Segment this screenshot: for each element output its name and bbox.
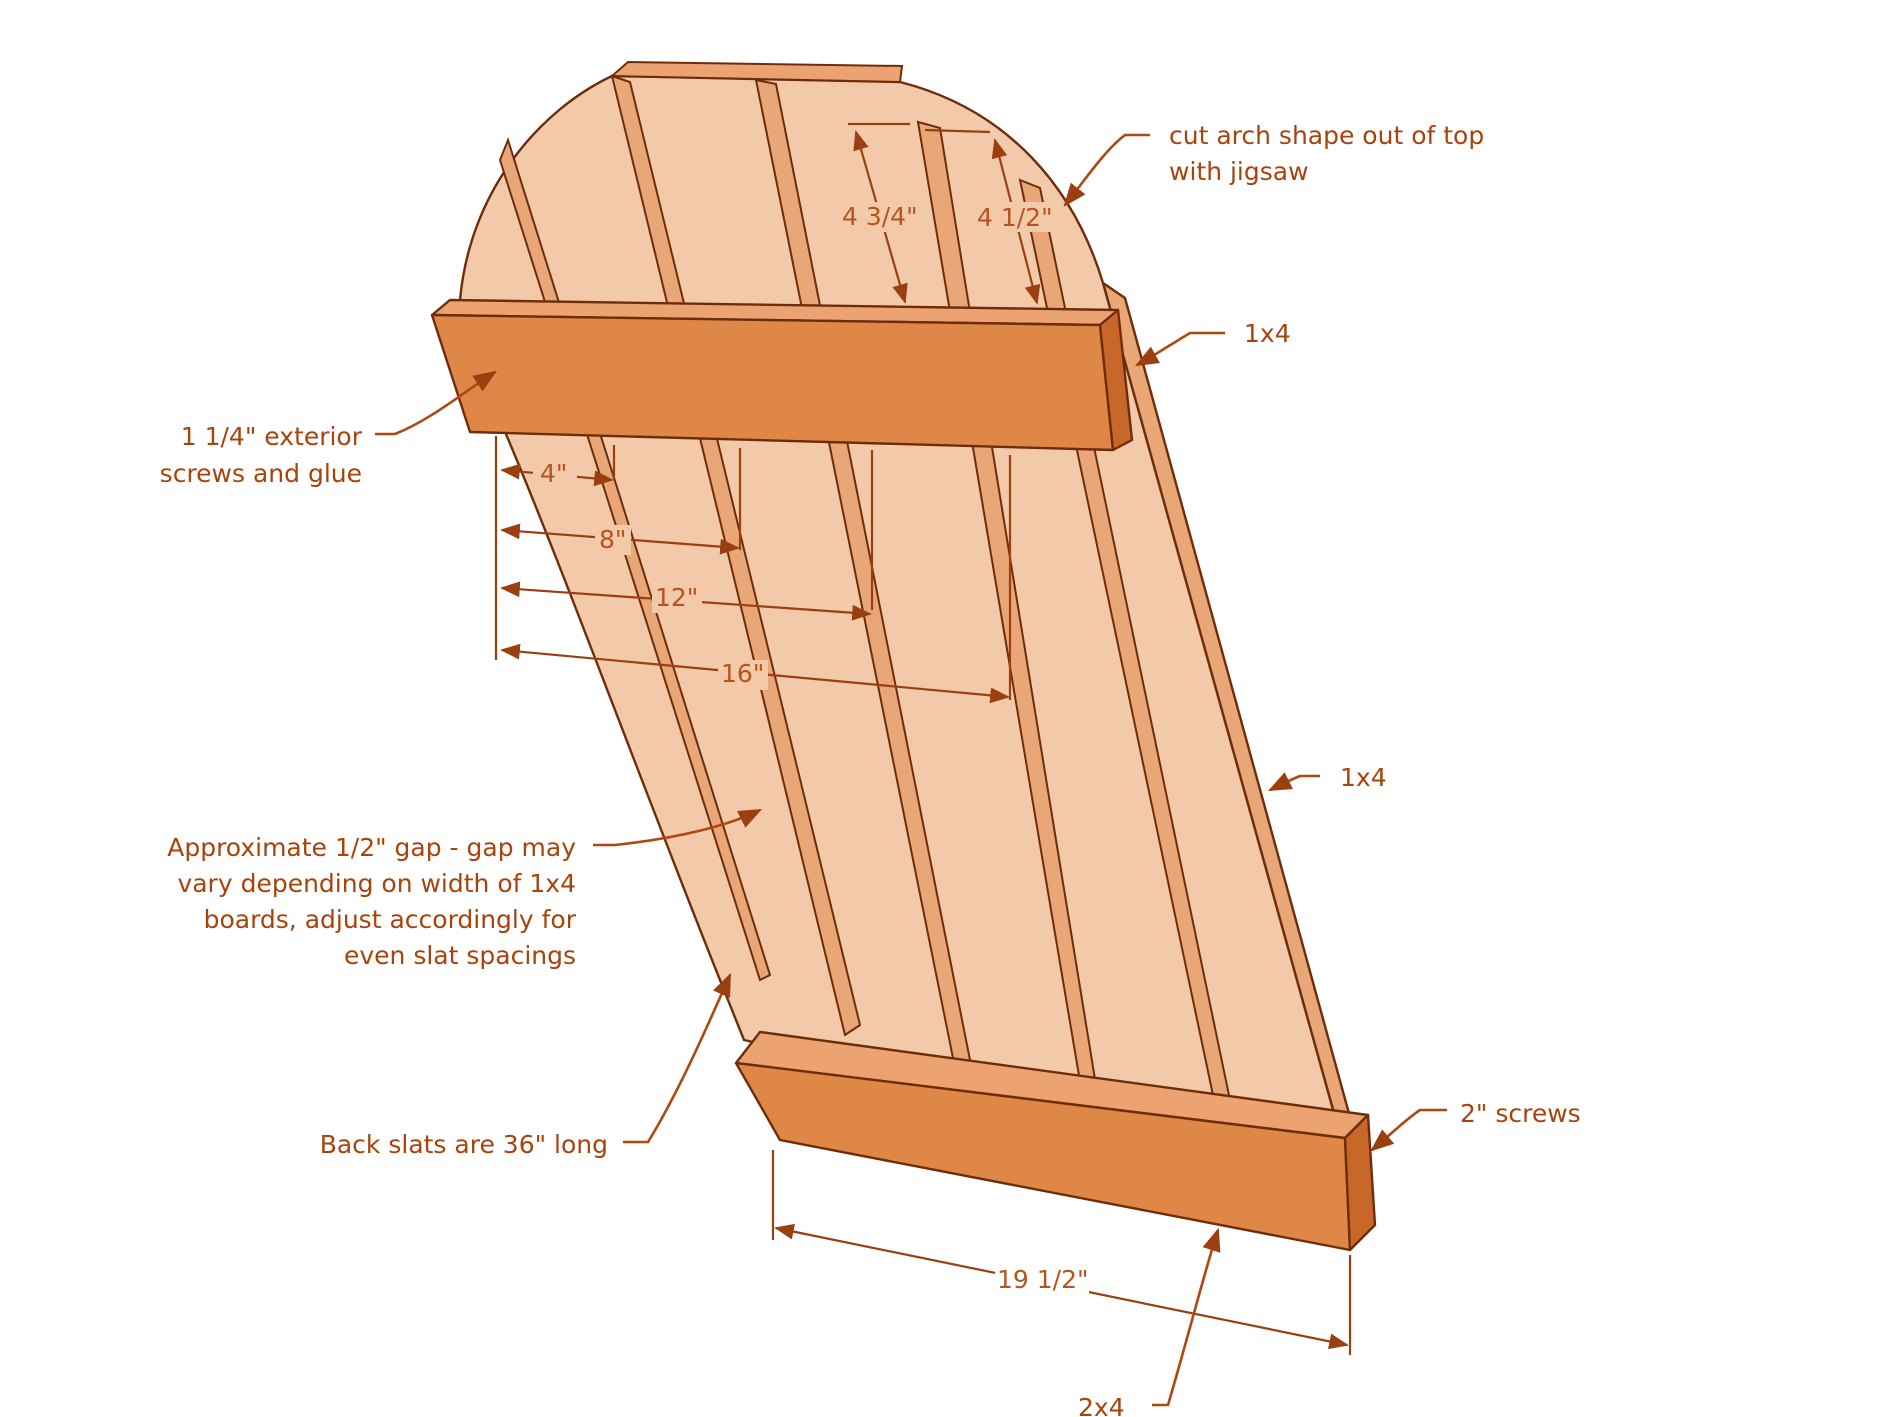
callout-bottom-2x4: 2x4 — [1078, 1393, 1125, 1417]
dim-label-4-3-4: 4 3/4" — [842, 202, 918, 231]
callout-side-1x4: 1x4 — [1340, 763, 1387, 792]
callout-screws-line1: 1 1/4" exterior — [181, 422, 363, 451]
dim-label-12: 12" — [655, 583, 698, 612]
slat-top-ends — [609, 60, 904, 84]
dim-label-4-1-2: 4 1/2" — [977, 203, 1053, 232]
callout-leaders — [375, 133, 1447, 1407]
dim-label-19-1-2: 19 1/2" — [997, 1265, 1089, 1294]
leader-gap — [593, 808, 763, 847]
callout-2in-screws: 2" screws — [1460, 1099, 1581, 1128]
slat-face — [458, 74, 1354, 1180]
callout-arch-line1: cut arch shape out of top — [1169, 121, 1484, 150]
dim-label-8: 8" — [599, 525, 626, 554]
dim-label-4: 4" — [540, 459, 567, 488]
leader-bottom-2x4 — [1152, 1227, 1221, 1407]
bottom-width-dimension: 19 1/2" — [771, 1150, 1352, 1355]
callout-arch-line2: with jigsaw — [1169, 157, 1309, 186]
callout-screws-line2: screws and glue — [160, 459, 362, 488]
leader-top-1x4 — [1134, 331, 1225, 367]
top-board-front-face — [430, 313, 1115, 452]
callout-texts: cut arch shape out of top with jigsaw 1x… — [160, 121, 1581, 1417]
arch-height-dimensions: 4 3/4" 4 1/2" — [840, 122, 1057, 305]
leader-slats-long — [623, 972, 732, 1144]
leader-side-1x4 — [1267, 772, 1320, 792]
leader-2in-screws — [1370, 1108, 1447, 1152]
bottom-cross-board — [734, 1030, 1377, 1252]
leader-arch — [1063, 133, 1150, 207]
top-cross-board — [430, 298, 1134, 452]
callout-gap-line2: vary depending on width of 1x4 — [177, 869, 576, 898]
top-board-end — [1098, 308, 1134, 452]
slat-spacing-dimensions: 4" 8" 12" 16" — [494, 436, 1012, 704]
leader-screws — [375, 370, 497, 436]
bottom-board-end — [1343, 1113, 1377, 1252]
dim-label-16: 16" — [721, 659, 764, 688]
callout-gap-line3: boards, adjust accordingly for — [204, 905, 577, 934]
callout-gap-line1: Approximate 1/2" gap - gap may — [167, 833, 576, 862]
callout-gap-line4: even slat spacings — [344, 941, 576, 970]
callout-slats-long: Back slats are 36" long — [320, 1130, 608, 1159]
callout-top-1x4: 1x4 — [1244, 319, 1291, 348]
